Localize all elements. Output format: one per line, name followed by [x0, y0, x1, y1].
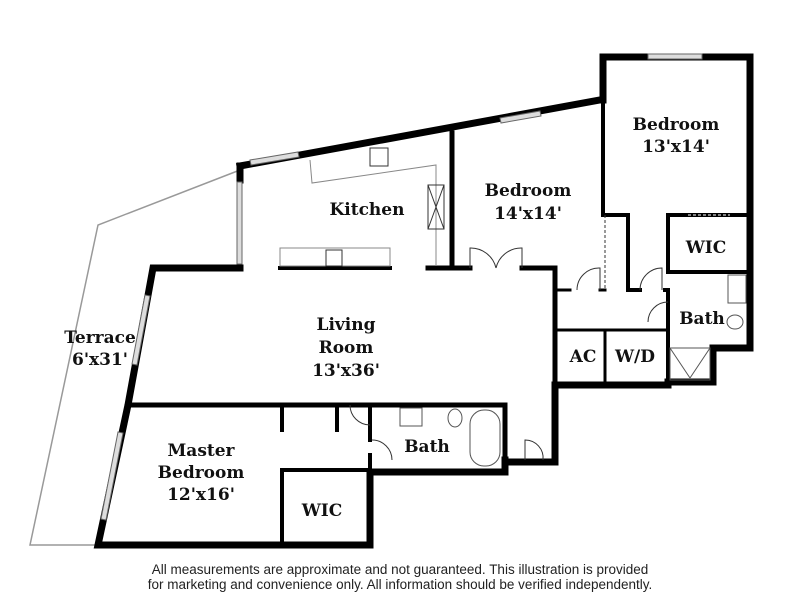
bath-master-name: Bath — [404, 437, 450, 457]
living-size: 13'x36' — [312, 361, 380, 381]
living-name-2: Room — [319, 338, 374, 358]
master-name-1: Master — [167, 441, 235, 461]
wic-master-name: WIC — [301, 501, 343, 521]
bath-fixtures — [399, 274, 747, 467]
kitchen-name: Kitchen — [330, 200, 405, 220]
living-name-1: Living — [317, 315, 376, 335]
master-name-2: Bedroom — [158, 463, 245, 483]
wd-name: W/D — [614, 347, 655, 367]
bedroom-mid-size: 14'x14' — [494, 204, 562, 224]
terrace-name: Terrace — [64, 328, 136, 348]
bedroom-mid-name: Bedroom — [485, 181, 572, 201]
disclaimer: All measurements are approximate and not… — [0, 562, 800, 592]
bath-ne-name: Bath — [679, 309, 725, 329]
master-size: 12'x16' — [167, 485, 235, 505]
terrace-size: 6'x31' — [72, 350, 128, 370]
doors — [349, 214, 730, 461]
bedroom-ne-size: 13'x14' — [642, 137, 710, 157]
kitchen-fixtures — [279, 147, 445, 267]
disclaimer-line-1: All measurements are approximate and not… — [151, 562, 649, 577]
ac-name: AC — [569, 347, 597, 367]
bedroom-ne-name: Bedroom — [633, 115, 720, 135]
wic-ne-name: WIC — [685, 238, 727, 258]
disclaimer-line-2: for marketing and convenience only. All … — [147, 577, 653, 592]
windows — [100, 53, 703, 521]
